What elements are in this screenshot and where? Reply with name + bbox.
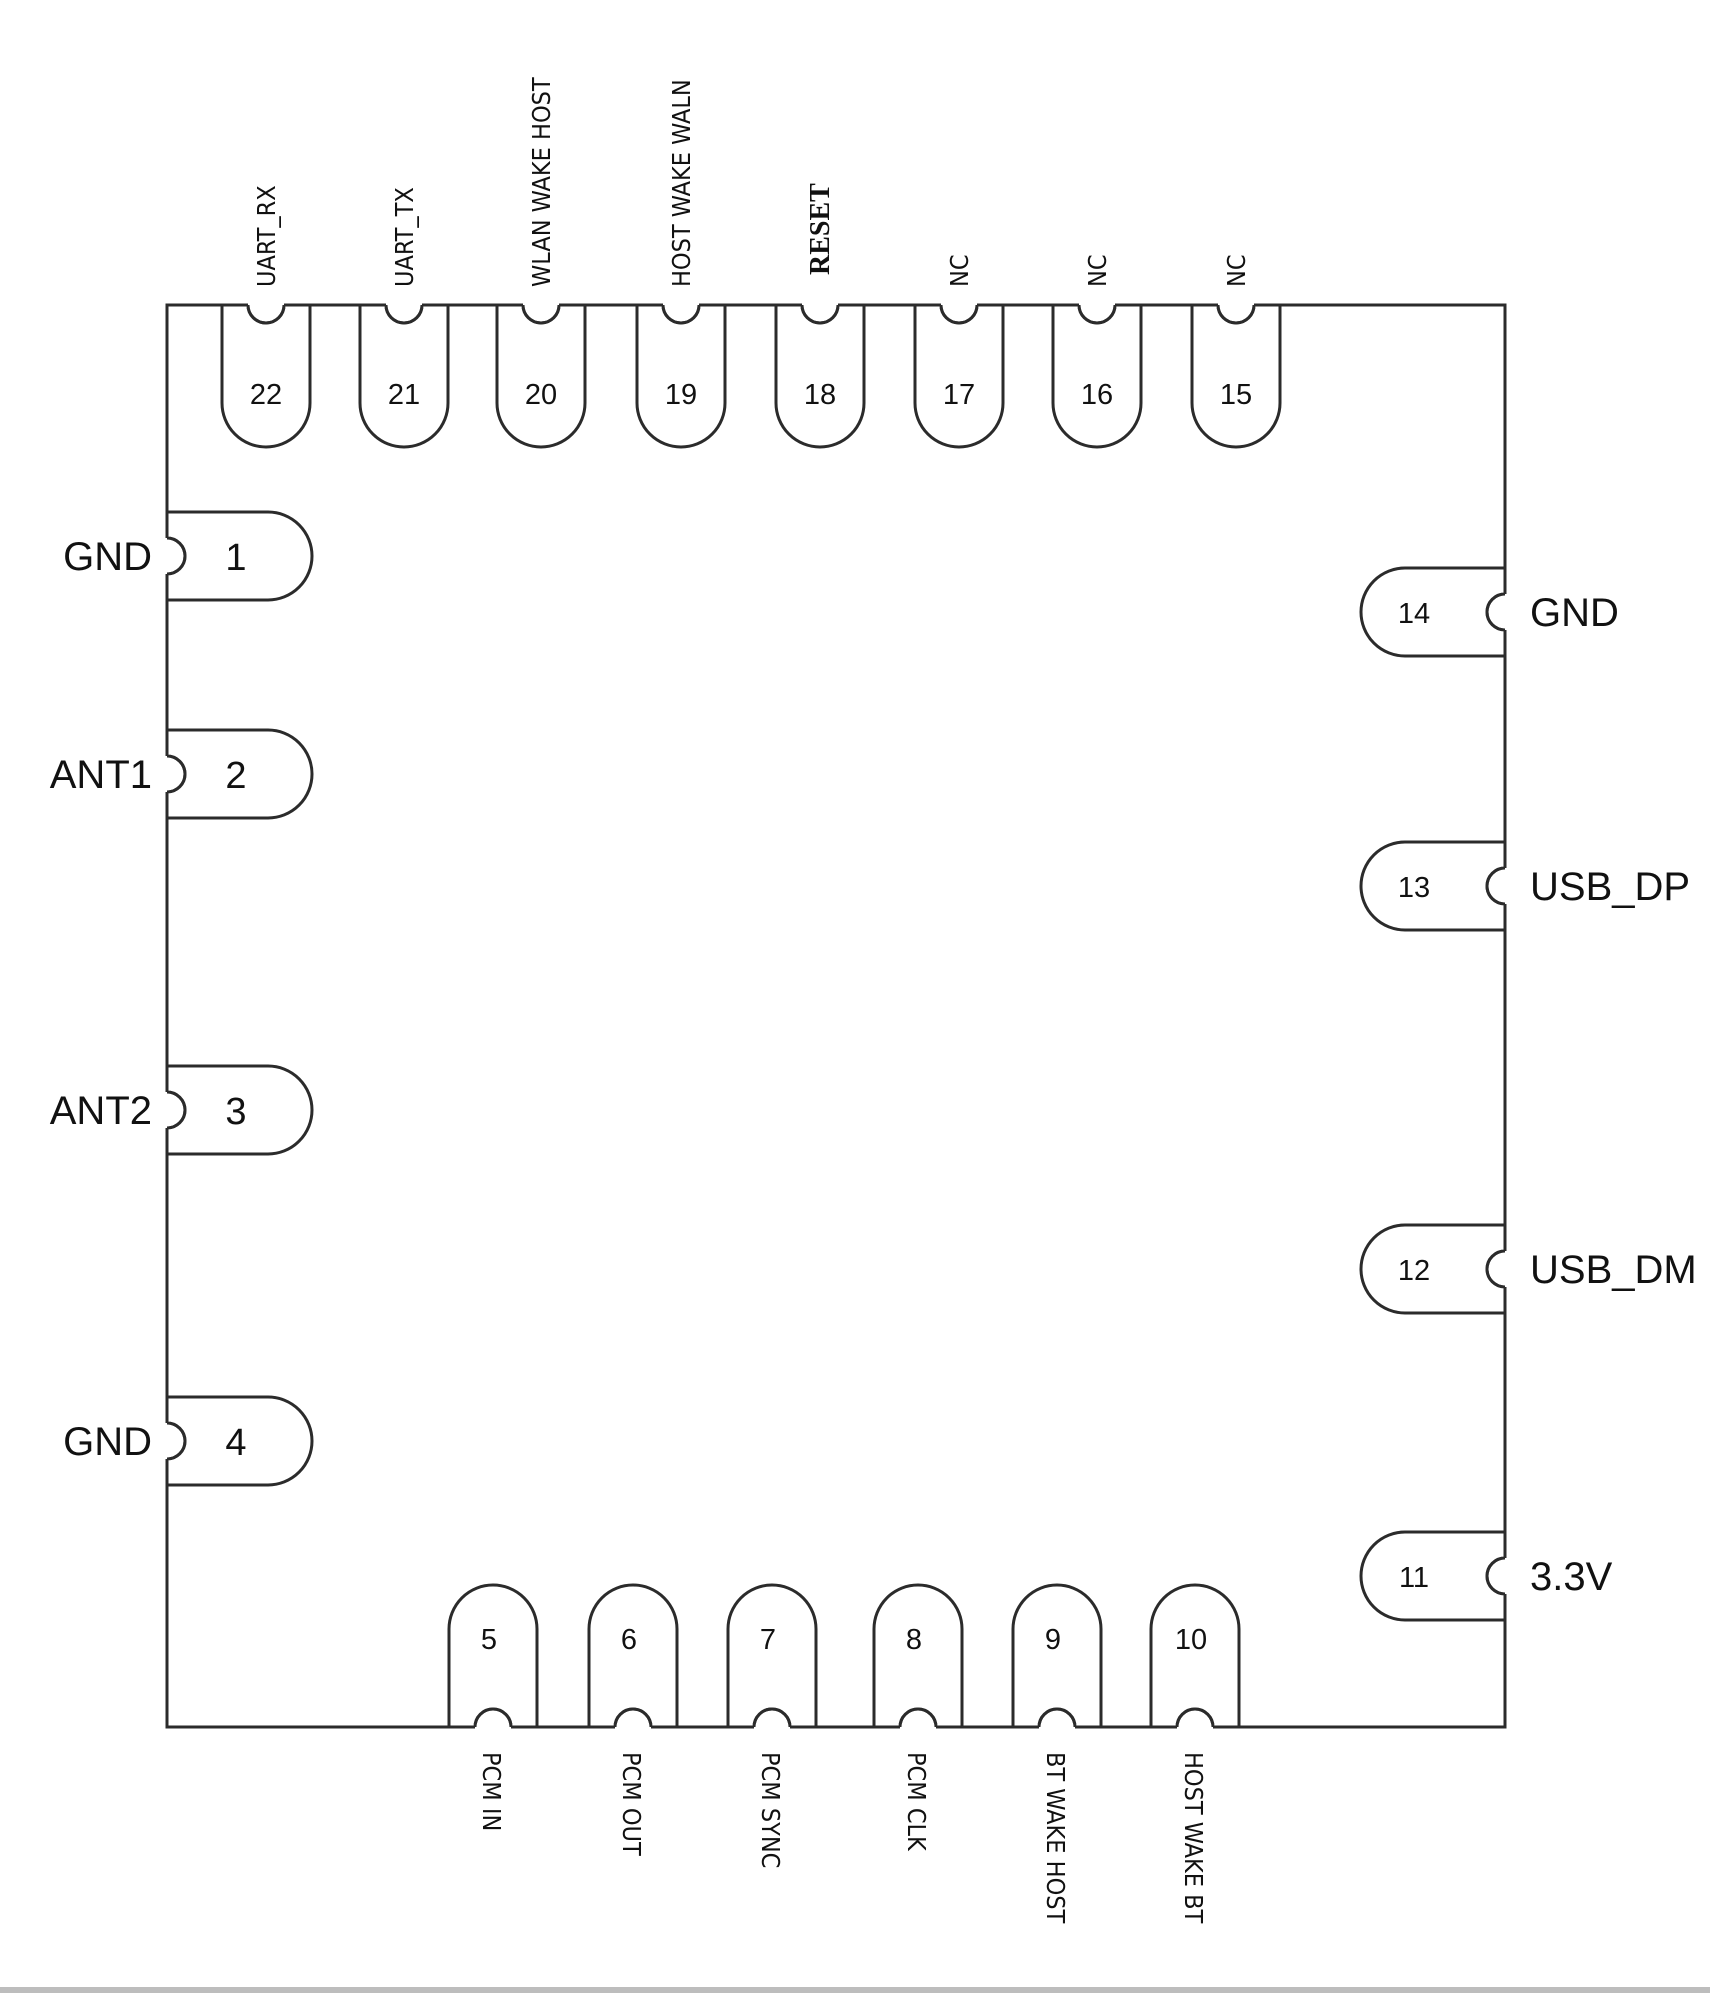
pin-number: 2 xyxy=(225,755,246,797)
pin-name-label: ANT2 xyxy=(50,1089,152,1133)
pin-name-label: NC xyxy=(1083,254,1112,287)
pad-notch xyxy=(800,304,840,325)
pin-name-label: PCM OUT xyxy=(617,1752,646,1856)
pin-name-label: ANT1 xyxy=(50,753,152,797)
pin-name-label: NC xyxy=(945,254,974,287)
pad-bottom-7 xyxy=(726,1583,818,1729)
pin-number: 4 xyxy=(225,1422,246,1464)
pad-notch xyxy=(898,1707,938,1728)
pad-notch xyxy=(1485,1249,1506,1289)
pad-notch xyxy=(166,1421,187,1461)
pin-name-label: HOST WAKE WALN xyxy=(667,79,696,287)
pad-notch xyxy=(384,304,424,325)
pad-right-11 xyxy=(1359,1530,1507,1622)
pad-top-22 xyxy=(220,303,312,449)
pad-notch xyxy=(752,1707,792,1728)
pad-top-21 xyxy=(358,303,450,449)
pad-notch xyxy=(1175,1707,1215,1728)
pad-right-13 xyxy=(1359,840,1507,932)
pin-number: 7 xyxy=(760,1624,776,1656)
pad-top-16 xyxy=(1051,303,1143,449)
pin-name-label: PCM SYNC xyxy=(756,1752,785,1868)
pad-notch xyxy=(473,1707,513,1728)
pad-top-15 xyxy=(1190,303,1282,449)
pad-notch xyxy=(166,754,187,794)
pad-bottom-5 xyxy=(447,1583,539,1729)
pad-notch xyxy=(1485,592,1506,632)
pin-name-label: PCM CLK xyxy=(902,1752,931,1852)
pad-top-19 xyxy=(635,303,727,449)
pad-bottom-8 xyxy=(872,1583,964,1729)
pad-notch xyxy=(166,536,187,576)
pad-notch xyxy=(246,304,286,325)
pin-number: 16 xyxy=(1081,379,1113,411)
pin-name-label: BT WAKE HOST xyxy=(1041,1752,1070,1924)
pin-number: 18 xyxy=(804,379,836,411)
pin-name-label: GND xyxy=(63,535,152,579)
pad-notch xyxy=(939,304,979,325)
pin-name-label: GND xyxy=(63,1420,152,1464)
pin-name-label: UART_RX xyxy=(252,185,281,287)
pin-number: 5 xyxy=(481,1624,497,1656)
pin-name-label: 3.3V xyxy=(1530,1555,1613,1599)
pad-notch xyxy=(613,1707,653,1728)
pad-top-18 xyxy=(774,303,866,449)
module-body-outline xyxy=(165,303,1507,1729)
pad-bottom-10 xyxy=(1149,1583,1241,1729)
pin-name-label: WLAN WAKE HOST xyxy=(527,77,556,287)
pad-notch xyxy=(1485,866,1506,906)
pad-right-12 xyxy=(1359,1223,1507,1315)
pin-name-label: GND xyxy=(1530,591,1619,635)
pad-top-20 xyxy=(495,303,587,449)
pin-number: 19 xyxy=(665,379,697,411)
pin-number: 13 xyxy=(1398,872,1430,904)
pin-name-label: UART_TX xyxy=(390,187,419,287)
pin-name-label: RESET xyxy=(805,183,836,275)
pin-number: 3 xyxy=(225,1091,246,1133)
pin-number: 17 xyxy=(943,379,975,411)
pin-number: 10 xyxy=(1175,1624,1207,1656)
pin-name-label: HOST WAKE BT xyxy=(1179,1752,1208,1924)
pin-number: 15 xyxy=(1220,379,1252,411)
pad-bottom-9 xyxy=(1011,1583,1103,1729)
pin-number: 12 xyxy=(1398,1255,1430,1287)
pin-number: 6 xyxy=(621,1624,637,1656)
pad-notch xyxy=(521,304,561,325)
pad-notch xyxy=(166,1090,187,1130)
pad-notch xyxy=(1037,1707,1077,1728)
pad-bottom-6 xyxy=(587,1583,679,1729)
pin-number: 1 xyxy=(225,537,246,579)
pin-number: 20 xyxy=(525,379,557,411)
pad-notch xyxy=(661,304,701,325)
pin-name-label: USB_DM xyxy=(1530,1248,1697,1292)
pin-number: 11 xyxy=(1399,1562,1429,1594)
pin-name-label: PCM IN xyxy=(477,1752,506,1831)
pin-name-label: NC xyxy=(1222,254,1251,287)
pad-notch xyxy=(1485,1556,1506,1596)
pin-number: 21 xyxy=(388,379,420,411)
pad-right-14 xyxy=(1359,566,1507,658)
pad-top-17 xyxy=(913,303,1005,449)
pin-number: 8 xyxy=(906,1624,922,1656)
pad-notch xyxy=(1077,304,1117,325)
pin-number: 22 xyxy=(250,379,282,411)
pad-notch xyxy=(1216,304,1256,325)
pin-number: 9 xyxy=(1045,1624,1061,1656)
pin-number: 14 xyxy=(1398,598,1430,630)
pin-name-label: USB_DP xyxy=(1530,865,1690,909)
